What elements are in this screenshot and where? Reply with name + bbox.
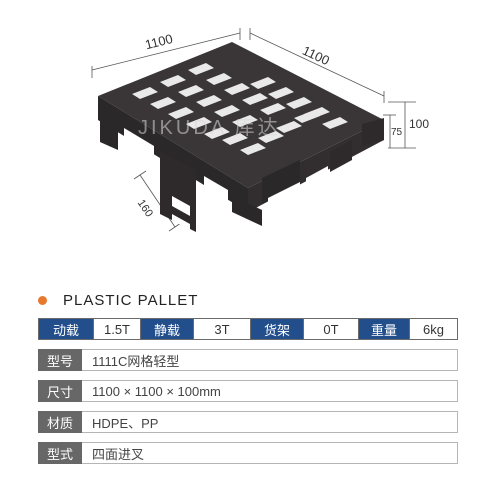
spec-label-weight: 重量 [359,319,409,339]
spec-label-dynamic-load: 动载 [39,319,93,339]
attr-value-size: 1100 × 1100 × 100mm [82,380,458,402]
pallet-figure: 1100 1100 100 75 160 [91,28,429,232]
attr-label-size: 尺寸 [38,380,82,402]
watermark-logo: JIKUDA 库达 [138,116,281,139]
dim-foot: 160 [135,197,155,219]
load-specs-row: 动载 1.5T 静载 3T 货架 0T 重量 6kg [38,318,458,340]
spec-value-dynamic-load: 1.5T [93,319,141,339]
attr-row-type: 型式 四面进叉 [38,442,458,464]
spec-value-racking-load: 0T [303,319,359,339]
dim-top-left: 1100 [144,31,175,52]
spec-value-static-load: 3T [193,319,251,339]
spec-value-weight: 6kg [409,319,457,339]
dim-height-inner: 75 [391,127,403,138]
spec-label-static-load: 静载 [141,319,193,339]
attr-value-model: 1111C网格轻型 [82,349,458,371]
attr-row-model: 型号 1111C网格轻型 [38,349,458,371]
pallet-image: JIKUDA 库达 [98,42,384,232]
product-title: PLASTIC PALLET [63,291,199,309]
dimension-lines [91,28,416,232]
attr-label-material: 材质 [38,411,82,433]
spec-table: 动载 1.5T 静载 3T 货架 0T 重量 6kg 型号 1111C网格轻型 … [38,318,458,464]
attr-row-material: 材质 HDPE、PP [38,411,458,433]
attr-label-type: 型式 [38,442,82,464]
spec-label-racking-load: 货架 [251,319,303,339]
title-bullet-icon [38,295,47,305]
attr-row-size: 尺寸 1100 × 1100 × 100mm [38,380,458,402]
attr-label-model: 型号 [38,349,82,371]
dim-height-total: 100 [409,117,429,131]
attr-value-material: HDPE、PP [82,411,458,433]
product-title-row: PLASTIC PALLET [38,290,198,310]
attr-value-type: 四面进叉 [82,442,458,464]
